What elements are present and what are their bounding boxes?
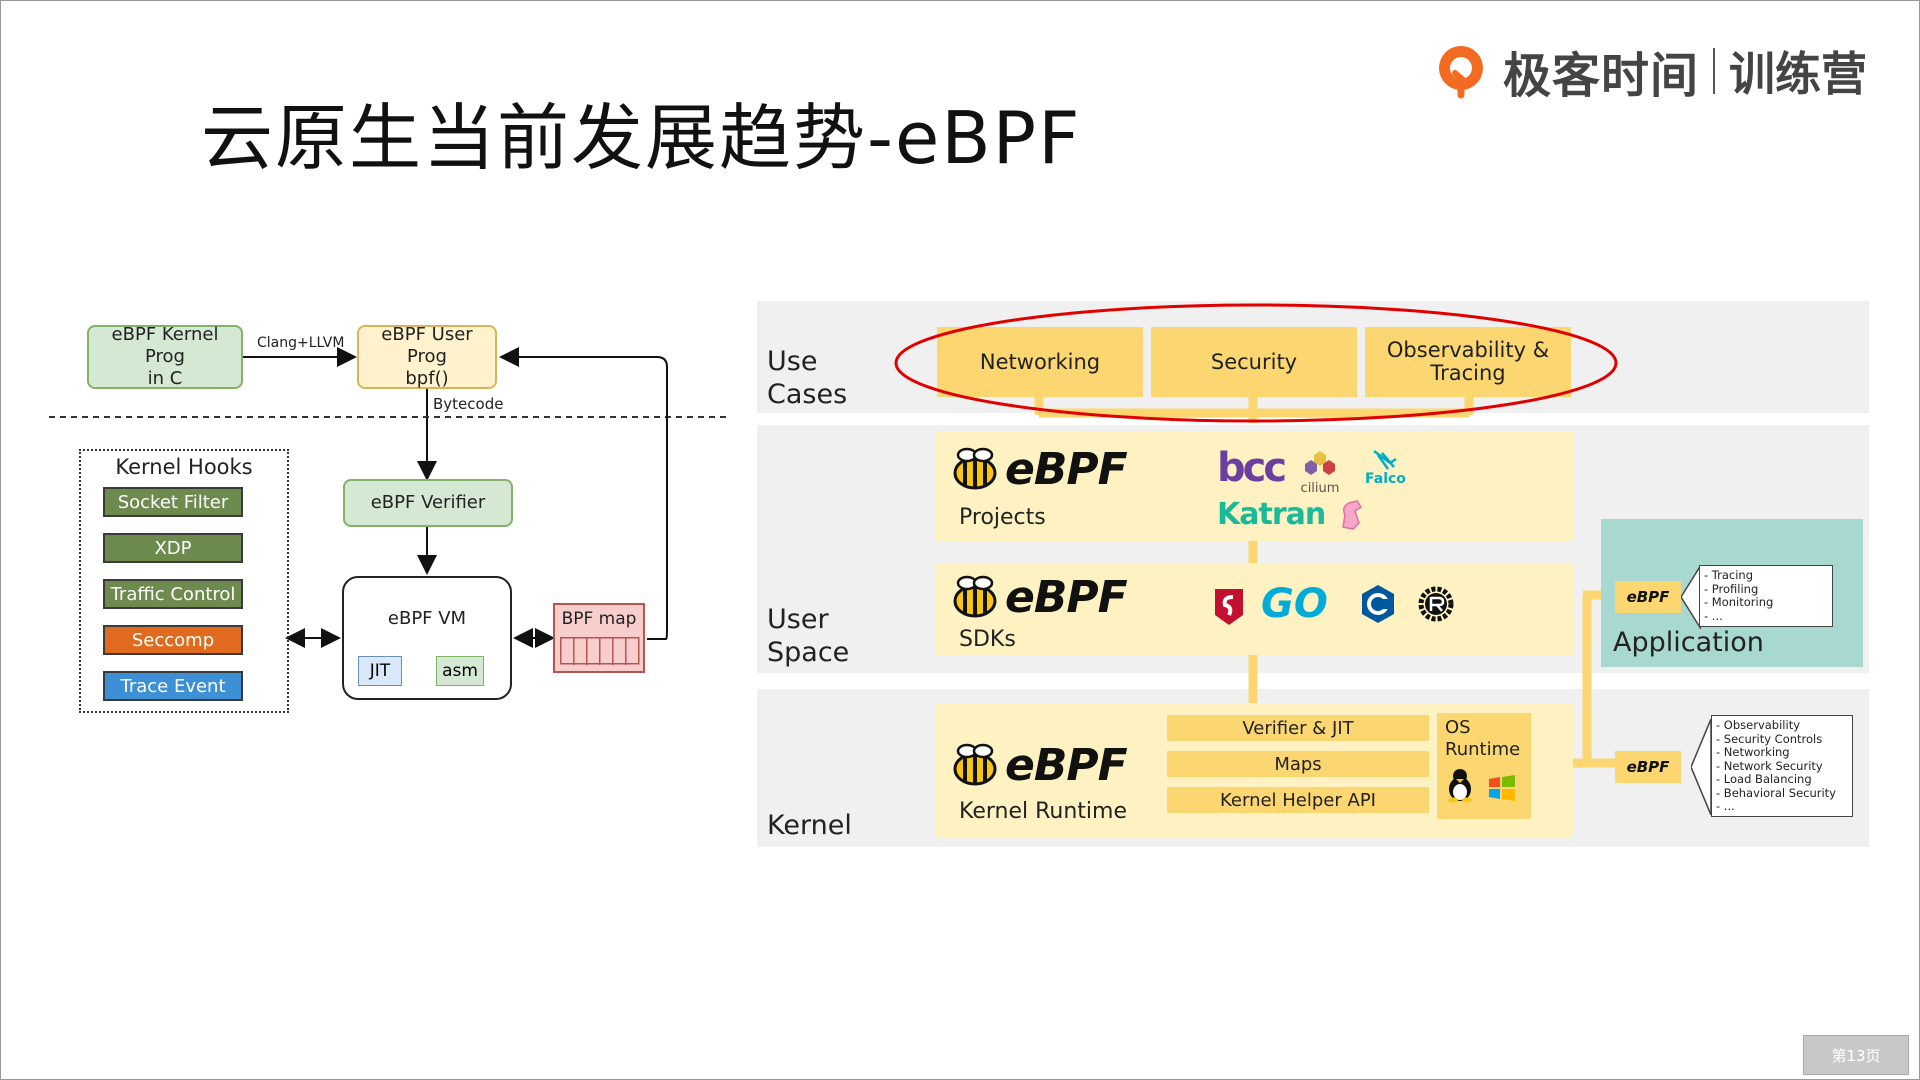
- brand-divider: [1713, 48, 1716, 94]
- geektime-logo-icon: [1439, 46, 1483, 99]
- katran-logo-icon: Katran: [1217, 497, 1326, 532]
- rust-logo-icon: [1418, 586, 1454, 622]
- kernel-hook-trace-event: Trace Event: [103, 671, 243, 701]
- verifier-jit-row: Verifier & JIT: [1167, 715, 1429, 741]
- bytecode-label: Bytecode: [433, 395, 504, 413]
- app-list-item: - Profiling: [1704, 581, 1759, 596]
- kernel-list-item: - Networking: [1716, 745, 1790, 759]
- bpf-map-label: BPF map: [561, 609, 637, 629]
- kernel-hooks-title: Kernel Hooks: [115, 455, 253, 479]
- app-callout-pointer: [1681, 565, 1701, 629]
- kernel-callout-pointer: [1691, 719, 1711, 815]
- app-list-item: - Monitoring: [1704, 595, 1774, 609]
- use-cases-label: Use Cases: [767, 346, 848, 410]
- use-case-observability: Observability & Tracing: [1365, 327, 1571, 397]
- brand-logo: 极客时间 训练营: [1433, 39, 1868, 104]
- asm-box: asm: [436, 656, 484, 686]
- app-ebpf-badge: eBPF: [1615, 581, 1681, 613]
- bpf-map-box: BPF map: [553, 603, 645, 673]
- ebpf-verifier-box: eBPF Verifier: [343, 479, 513, 527]
- linux-tux-icon: [1448, 769, 1472, 803]
- application-label: Application: [1613, 627, 1764, 658]
- ebpf-vm-label: eBPF VM: [387, 608, 467, 629]
- pony-icon: [1342, 500, 1363, 530]
- projects-label: Projects: [959, 505, 1046, 530]
- kernel-hook-xdp: XDP: [103, 533, 243, 563]
- kernel-list-item: - Behavioral Security: [1716, 785, 1836, 800]
- ebpf-word: eBPF: [1005, 571, 1128, 623]
- kernel-ebpf-badge: eBPF: [1615, 751, 1681, 783]
- cilium-label: cilium: [1300, 481, 1340, 496]
- ebpf-logo-projects: eBPF: [949, 443, 1128, 495]
- maps-row: Maps: [1167, 751, 1429, 777]
- bee-icon: [953, 743, 997, 786]
- ebpf-kernel-prog-box: eBPF Kernel Prog in C: [87, 324, 243, 389]
- kernel-runtime-panel: eBPF Kernel Runtime Verifier & JIT Maps …: [935, 703, 1573, 837]
- ebpf-user-prog-box: eBPF User Prog bpf(): [357, 324, 497, 389]
- application-panel: eBPF - Tracing - Profiling - Monitoring …: [1601, 519, 1863, 667]
- page-indicator-button[interactable]: 第13页: [1803, 1035, 1909, 1075]
- kernel-ebpf-badge-label: eBPF: [1626, 758, 1670, 776]
- jit-box: JIT: [358, 656, 402, 686]
- app-list-item: - ...: [1704, 608, 1723, 623]
- go-logo-icon: GO: [1261, 581, 1328, 627]
- kernel-hook-socket-filter: Socket Filter: [103, 487, 243, 517]
- brand-name: 极客时间: [1503, 48, 1700, 104]
- kernel-list-item: - Observability: [1716, 718, 1801, 732]
- kernel-hook-seccomp: Seccomp: [103, 625, 243, 655]
- cilium-logo-icon: cilium: [1297, 449, 1343, 496]
- kernel-list-item: - Network Security: [1716, 758, 1823, 773]
- libbpf-logo-icon: [1215, 589, 1243, 625]
- kernel-list-item: - Load Balancing: [1716, 772, 1812, 786]
- bee-icon: [953, 575, 997, 618]
- ebpf-word: eBPF: [1005, 443, 1128, 495]
- sdks-label: SDKs: [959, 627, 1016, 652]
- kernel-list-item: - Security Controls: [1716, 731, 1823, 746]
- slide-title: 云原生当前发展趋势-eBPF: [201, 96, 1082, 180]
- app-list-item: - Tracing: [1704, 568, 1754, 582]
- os-runtime-box: OS Runtime: [1437, 713, 1531, 819]
- kernel-helper-api-row: Kernel Helper API: [1167, 787, 1429, 813]
- use-case-security: Security: [1151, 327, 1357, 397]
- sdks-panel: eBPF SDKs GO: [935, 563, 1573, 655]
- ebpf-logo-sdks: eBPF: [949, 571, 1128, 623]
- bee-icon: [953, 447, 997, 490]
- app-callout-list: - Tracing - Profiling - Monitoring - ...: [1699, 565, 1833, 627]
- compile-label: Clang+LLVM: [257, 335, 345, 351]
- kernel-hook-traffic-control: Traffic Control: [103, 579, 243, 609]
- bpf-map-grid: [560, 637, 640, 665]
- kernel-list-item: - ...: [1716, 799, 1735, 813]
- windows-logo-icon: [1489, 775, 1515, 801]
- brand-sub: 训练营: [1729, 47, 1868, 101]
- falco-logo-icon: Falco: [1365, 449, 1406, 487]
- kernel-label: Kernel: [767, 810, 852, 841]
- kernel-runtime-label: Kernel Runtime: [959, 799, 1127, 824]
- use-case-networking: Networking: [937, 327, 1143, 397]
- os-runtime-label: OS Runtime: [1445, 717, 1521, 760]
- user-space-label: User Space: [767, 604, 850, 668]
- projects-panel: eBPF Projects bcc cilium Falco Katran: [935, 431, 1573, 541]
- cpp-logo-icon: [1362, 585, 1394, 623]
- bcc-logo-icon: bcc: [1217, 445, 1287, 491]
- app-ebpf-badge-label: eBPF: [1626, 588, 1670, 606]
- falco-label: Falco: [1365, 471, 1406, 487]
- ebpf-vm-box: eBPF VM JIT asm: [342, 576, 512, 700]
- highlight-ellipse: [894, 303, 1618, 423]
- ebpf-word: eBPF: [1005, 739, 1128, 791]
- kernel-callout-list: - Observability - Security Controls - Ne…: [1711, 715, 1853, 817]
- ebpf-logo-kernel: eBPF: [949, 739, 1128, 791]
